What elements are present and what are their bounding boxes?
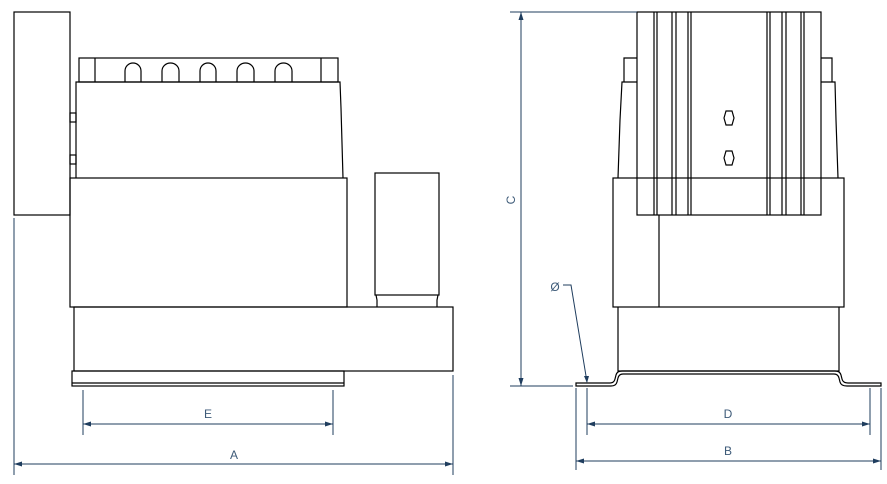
base [73,306,454,372]
dimension-e: E [82,390,334,435]
right-step [821,57,839,179]
dimension-label-c: C [504,195,518,204]
lower-body-front [617,307,840,372]
left-step [617,57,637,179]
top-cap [78,57,339,83]
front-view: C Ø D B [504,11,882,470]
dimension-label-a: A [230,448,238,462]
dimension-label-e: E [204,407,212,421]
terminal-box [13,11,71,216]
fan-block [636,11,822,216]
dimension-d: D [586,388,871,435]
side-view: E A [13,11,454,475]
hex-bolt-icon [723,110,735,126]
dimension-label-diameter: Ø [550,280,559,294]
dimension-c: C [504,11,637,387]
dimension-label-d: D [724,407,733,421]
dimension-a: A [13,218,454,475]
hex-bolt-icon [723,150,735,166]
dimension-diameter: Ø [550,280,589,383]
outlet-box [374,172,440,296]
cooling-fins [124,62,293,82]
mounting-bracket [575,370,882,387]
dimension-label-b: B [724,444,732,458]
foot [71,370,345,387]
outlet-neck [375,294,439,307]
upper-body [75,81,344,179]
tab [69,112,77,123]
tab [69,154,77,165]
motor-housing-front [612,177,845,308]
motor-housing [69,177,348,308]
dimension-b: B [575,388,882,470]
